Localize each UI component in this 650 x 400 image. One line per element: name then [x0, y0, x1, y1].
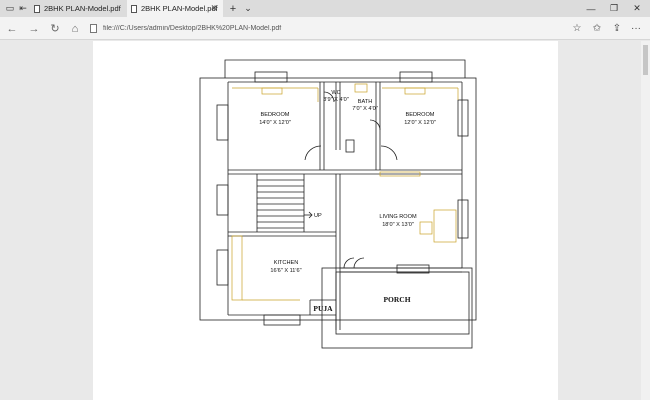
living-room-name: LIVING ROOM [379, 214, 417, 220]
minimize-icon[interactable]: — [586, 3, 596, 14]
file-icon [90, 24, 97, 33]
home-icon[interactable]: ⌂ [71, 22, 79, 35]
refresh-icon[interactable]: ↻ [50, 23, 60, 35]
bedroom-left-size: 14'0" X 12'0" [259, 120, 291, 126]
stair-up-label: UP [314, 213, 322, 219]
set-aside-tabs-icon[interactable]: ⇤ [19, 3, 27, 13]
puja-label: PUJA [313, 304, 333, 313]
back-arrow-icon[interactable]: ← [6, 22, 18, 35]
pdf-icon [34, 4, 40, 13]
pdf-icon [131, 4, 137, 13]
star-icon[interactable]: ☆ [572, 23, 582, 34]
bath-size: 7'0" X 4'0" [352, 106, 377, 112]
pdf-page [93, 41, 558, 400]
url-input[interactable] [103, 25, 543, 32]
bedroom-left-name: BEDROOM [261, 112, 290, 118]
chevron-down-icon[interactable]: ⌄ [244, 3, 252, 13]
address-toolbar: ← → ↻ ⌂ ☆ ✩ ⇪ ··· [0, 17, 650, 40]
bath-name: BATH [358, 99, 373, 105]
tab-title: 2BHK PLAN-Model.pdf [141, 4, 218, 13]
maximize-icon[interactable]: ❐ [609, 3, 619, 13]
scrollbar[interactable] [641, 41, 650, 400]
wc-size: 3'9" X 4'0" [323, 97, 348, 103]
bedroom-right-name: BEDROOM [406, 112, 435, 118]
pdf-viewer[interactable] [0, 41, 650, 400]
forward-arrow-icon[interactable]: → [28, 22, 40, 35]
close-tab-icon[interactable]: ✕ [210, 3, 218, 13]
tab-title: 2BHK PLAN-Model.pdf [44, 4, 121, 13]
porch-label: PORCH [383, 295, 410, 304]
tab-bar: ▭ ⇤ 2BHK PLAN-Model.pdf 2BHK PLAN-Model.… [0, 0, 650, 17]
scrollbar-thumb[interactable] [643, 45, 648, 75]
close-icon[interactable]: ✕ [633, 3, 641, 13]
address-bar[interactable] [90, 20, 555, 37]
tab-active[interactable]: 2BHK PLAN-Model.pdf ✕ [127, 0, 223, 17]
tab-inactive[interactable]: 2BHK PLAN-Model.pdf [30, 0, 126, 17]
favorites-bar-icon[interactable]: ✩ [592, 23, 602, 34]
tab-actions-icon[interactable]: ▭ [5, 3, 15, 13]
living-room-size: 18'0" X 13'0" [382, 222, 414, 228]
kitchen-size: 16'6" X 11'6" [270, 268, 301, 274]
bedroom-right-size: 12'0" X 12'0" [404, 120, 436, 126]
plus-icon[interactable]: + [229, 2, 237, 15]
wc-name: WC [331, 90, 340, 96]
kitchen-name: KITCHEN [274, 260, 299, 266]
more-icon[interactable]: ··· [631, 23, 641, 34]
share-icon[interactable]: ⇪ [612, 23, 622, 34]
